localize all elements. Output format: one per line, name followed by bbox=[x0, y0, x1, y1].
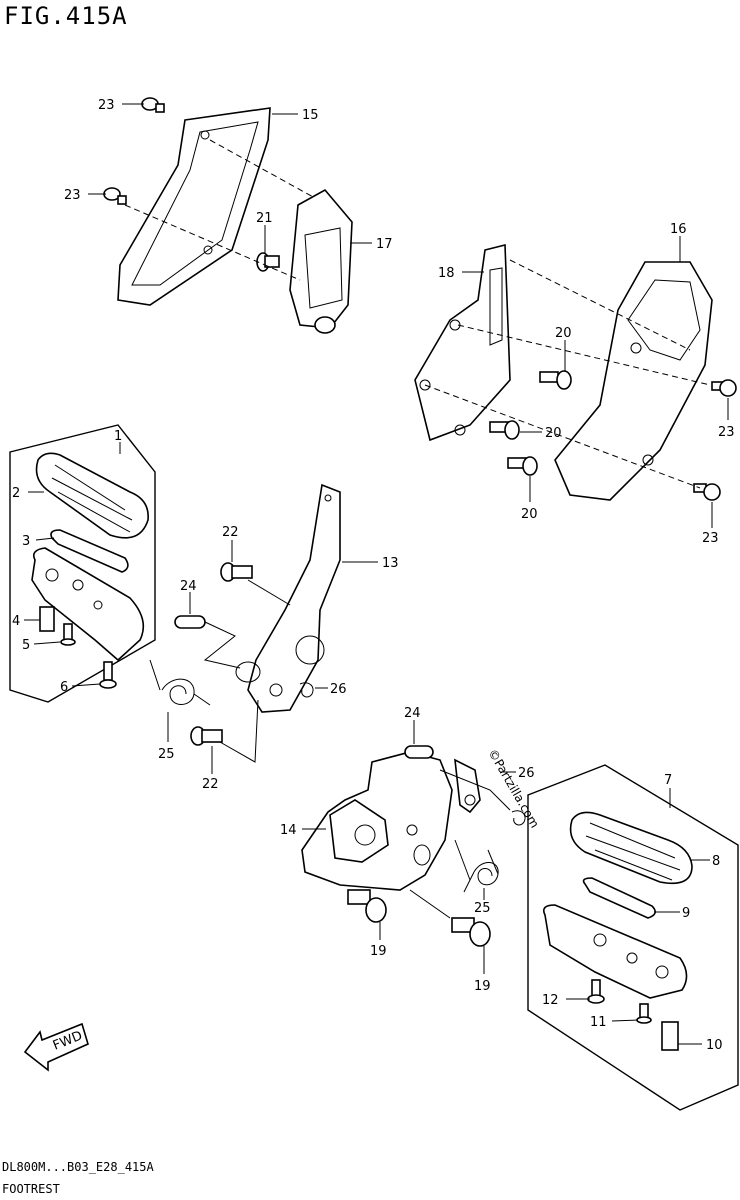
assembly-box-1 bbox=[9, 424, 156, 703]
clip-26-left[interactable] bbox=[299, 682, 314, 698]
callout-15[interactable]: 15 bbox=[302, 108, 319, 123]
callout-6[interactable]: 6 bbox=[60, 680, 68, 695]
callout-5[interactable]: 5 bbox=[22, 638, 30, 653]
callout-13[interactable]: 13 bbox=[382, 556, 399, 571]
callout-19[interactable]: 19 bbox=[474, 979, 491, 994]
bolt-22-b[interactable] bbox=[190, 726, 223, 746]
plate-9[interactable] bbox=[582, 877, 656, 919]
callout-24[interactable]: 24 bbox=[180, 579, 197, 594]
heel-guard-16[interactable] bbox=[554, 261, 713, 501]
callout-11[interactable]: 11 bbox=[590, 1015, 607, 1030]
callout-2[interactable]: 2 bbox=[12, 486, 20, 501]
spring-25-left[interactable] bbox=[149, 659, 211, 706]
callout-22[interactable]: 22 bbox=[222, 525, 239, 540]
pin-24-left[interactable] bbox=[174, 615, 206, 629]
assembly-box-7 bbox=[527, 764, 739, 1111]
bracket-18[interactable] bbox=[414, 243, 511, 442]
callout-9[interactable]: 9 bbox=[682, 906, 690, 921]
bolt-23-a[interactable] bbox=[141, 97, 165, 113]
callout-22[interactable]: 22 bbox=[202, 777, 219, 792]
drawing-code: DL800M...B03_E28_415A bbox=[2, 1160, 154, 1174]
figure-title: FIG.415A bbox=[4, 2, 128, 30]
callout-23[interactable]: 23 bbox=[702, 531, 719, 546]
bolt-23-c[interactable] bbox=[711, 379, 737, 397]
bolt-20-b[interactable] bbox=[489, 420, 520, 440]
section-name: FOOTREST bbox=[2, 1182, 60, 1196]
callout-20[interactable]: 20 bbox=[521, 507, 538, 522]
bolt-12[interactable] bbox=[587, 979, 605, 1004]
callout-1[interactable]: 1 bbox=[114, 429, 122, 444]
bolt-19-b[interactable] bbox=[451, 917, 491, 947]
callout-18[interactable]: 18 bbox=[438, 266, 455, 281]
footpeg-rubber-8[interactable] bbox=[569, 811, 693, 885]
callout-26[interactable]: 26 bbox=[518, 766, 535, 781]
nut-10[interactable] bbox=[661, 1021, 679, 1051]
callout-23[interactable]: 23 bbox=[718, 425, 735, 440]
bolt-23-d[interactable] bbox=[693, 483, 721, 501]
footpeg-rubber-2[interactable] bbox=[35, 452, 149, 539]
callout-12[interactable]: 12 bbox=[542, 993, 559, 1008]
callout-3[interactable]: 3 bbox=[22, 534, 30, 549]
footpeg-body[interactable] bbox=[31, 547, 145, 662]
bracket-13[interactable] bbox=[235, 483, 341, 713]
callout-10[interactable]: 10 bbox=[706, 1038, 723, 1053]
callout-16[interactable]: 16 bbox=[670, 222, 687, 237]
callout-8[interactable]: 8 bbox=[712, 854, 720, 869]
callout-25[interactable]: 25 bbox=[474, 901, 491, 916]
nut-4[interactable] bbox=[39, 606, 55, 632]
callout-26[interactable]: 26 bbox=[330, 682, 347, 697]
bolt-23-b[interactable] bbox=[103, 187, 127, 205]
callout-leaders bbox=[24, 103, 729, 1045]
bolt-20-c[interactable] bbox=[507, 456, 538, 476]
spring-25-right[interactable] bbox=[463, 849, 499, 893]
bolt-5[interactable] bbox=[60, 623, 76, 646]
callout-14[interactable]: 14 bbox=[280, 823, 297, 838]
bolt-22-a[interactable] bbox=[220, 562, 253, 582]
callout-17[interactable]: 17 bbox=[376, 237, 393, 252]
bolt-11[interactable] bbox=[636, 1003, 652, 1024]
callout-19[interactable]: 19 bbox=[370, 944, 387, 959]
watermark-text: ©Partzilla.com bbox=[485, 747, 542, 831]
plate-3[interactable] bbox=[50, 529, 129, 573]
callout-labels: 23 15 23 21 17 16 18 20 20 20 23 23 1 2 … bbox=[12, 98, 735, 1053]
bracket-14[interactable] bbox=[301, 751, 481, 891]
bolt-21[interactable] bbox=[256, 252, 280, 272]
bolt-6[interactable] bbox=[99, 661, 117, 689]
callout-23[interactable]: 23 bbox=[98, 98, 115, 113]
footpeg-body-right[interactable] bbox=[542, 904, 688, 999]
callout-20[interactable]: 20 bbox=[555, 326, 572, 341]
clip-26-right[interactable] bbox=[511, 810, 526, 826]
callout-7[interactable]: 7 bbox=[664, 773, 672, 788]
forward-arrow-icon: FWD bbox=[23, 1022, 89, 1072]
bracket-17[interactable] bbox=[289, 188, 353, 334]
pin-24-right[interactable] bbox=[404, 745, 434, 759]
bolt-19-a[interactable] bbox=[347, 889, 387, 923]
callout-4[interactable]: 4 bbox=[12, 614, 20, 629]
callout-25[interactable]: 25 bbox=[158, 747, 175, 762]
callout-24[interactable]: 24 bbox=[404, 706, 421, 721]
callout-21[interactable]: 21 bbox=[256, 211, 273, 226]
bolt-20-a[interactable] bbox=[539, 370, 572, 390]
callout-20[interactable]: 20 bbox=[545, 426, 562, 441]
heel-guard-15[interactable] bbox=[117, 107, 271, 306]
callout-23[interactable]: 23 bbox=[64, 188, 81, 203]
